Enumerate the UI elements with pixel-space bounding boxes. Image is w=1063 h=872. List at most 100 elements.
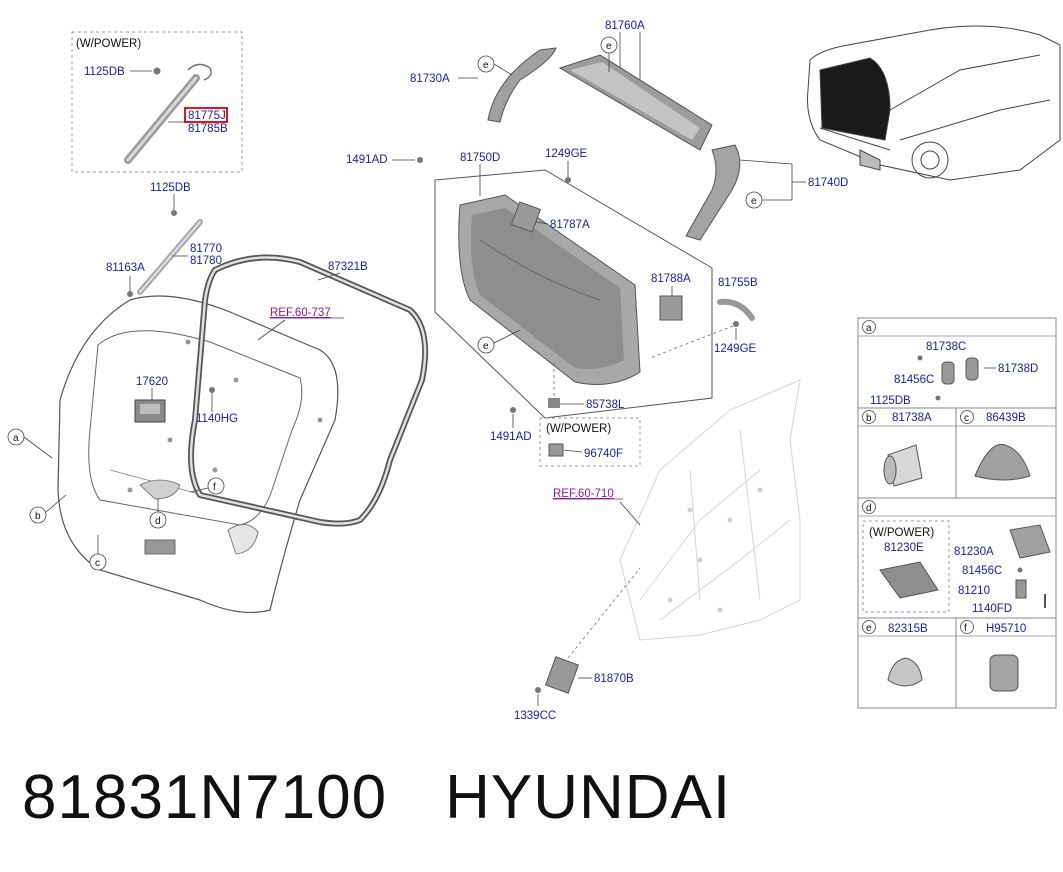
label-87321B[interactable]: 87321B (328, 261, 368, 273)
detail-c-86439B[interactable]: 86439B (986, 412, 1026, 424)
callout-e-81730A[interactable]: e (477, 55, 513, 76)
detail-d-callout[interactable]: d (862, 500, 876, 515)
callout-d-tailgate[interactable]: d (149, 498, 167, 529)
part-81738A (883, 444, 923, 487)
svg-text:e: e (483, 60, 489, 71)
vehicle-thumbnail (807, 25, 1061, 181)
detail-a-81456C[interactable]: 81456C (894, 374, 934, 386)
wpower-label-2: (W/POWER) (546, 423, 611, 435)
label-81750D[interactable]: 81750D (460, 152, 500, 164)
label-81770[interactable]: 81770 (190, 243, 222, 255)
detail-panel (857, 317, 1057, 709)
svg-text:c: c (964, 413, 969, 424)
label-1140HG[interactable]: 1140HG (196, 413, 238, 425)
detail-b-81738A[interactable]: 81738A (892, 412, 932, 424)
svg-text:d: d (155, 516, 161, 527)
callout-f-tailgate[interactable]: f (189, 477, 225, 495)
callout-e-inner-trim[interactable]: e (477, 329, 521, 354)
label-81760A[interactable]: 81760A (605, 20, 645, 32)
part-81210 (1015, 579, 1027, 599)
detail-c-callout[interactable]: c (960, 410, 974, 425)
svg-text:c: c (95, 558, 100, 569)
part-H95710 (989, 654, 1019, 692)
wpower-strut-box (71, 31, 243, 173)
callout-e-81740D[interactable]: e (745, 191, 763, 209)
part-81870B (544, 656, 580, 694)
label-1125DB-mid[interactable]: 1125DB (150, 182, 191, 194)
part-81738D (965, 357, 979, 381)
label-96740F[interactable]: 96740F (584, 448, 623, 460)
detail-a-callout[interactable]: a (862, 320, 876, 335)
label-81163A[interactable]: 81163A (106, 262, 145, 274)
part-96740F (548, 443, 564, 457)
detail-d-81456C[interactable]: 81456C (962, 565, 1002, 577)
ref-60-710[interactable]: REF.60-710 (553, 488, 614, 500)
label-81787A[interactable]: 81787A (550, 219, 590, 231)
callout-a-tailgate[interactable]: a (7, 428, 53, 459)
label-1125DB-top[interactable]: 1125DB (84, 66, 125, 78)
callout-b-tailgate[interactable]: b (29, 494, 67, 524)
wpower-label: (W/POWER) (76, 38, 141, 50)
label-17620[interactable]: 17620 (136, 376, 168, 388)
callout-e-81760A[interactable]: e (600, 36, 618, 72)
label-1339CC[interactable]: 1339CC (514, 710, 556, 722)
label-81755B[interactable]: 81755B (718, 277, 758, 289)
detail-a-81738C[interactable]: 81738C (926, 341, 966, 353)
detail-d-wpower: (W/POWER) (869, 527, 934, 539)
brand-name: HYUNDAI (445, 763, 732, 832)
detail-f-callout[interactable]: f (960, 620, 974, 635)
svg-text:a: a (866, 323, 872, 334)
detail-d-81230A[interactable]: 81230A (954, 546, 994, 558)
part-caption: 81831N7100 HYUNDAI (22, 762, 789, 833)
highlight-box-81775J (184, 107, 228, 123)
detail-d-wpower-box (862, 520, 950, 613)
detail-f-H95710[interactable]: H95710 (986, 623, 1026, 635)
svg-text:d: d (866, 503, 872, 514)
label-1491AD-top[interactable]: 1491AD (346, 154, 388, 166)
label-81780[interactable]: 81780 (190, 255, 222, 267)
svg-text:b: b (35, 511, 41, 522)
callout-c-tailgate[interactable]: c (89, 535, 107, 571)
detail-d-81210[interactable]: 81210 (958, 585, 990, 597)
trim-81730A (487, 47, 557, 123)
label-81785B[interactable]: 81785B (188, 123, 228, 135)
part-86439B (974, 443, 1031, 481)
svg-text:e: e (866, 623, 872, 634)
ref-60-737[interactable]: REF.60-737 (270, 307, 331, 319)
detail-a-81738D[interactable]: 81738D (998, 363, 1038, 375)
wpower-switch-box (539, 417, 641, 467)
part-81738C (941, 361, 955, 385)
inner-trim-box (434, 169, 713, 419)
label-81730A[interactable]: 81730A (410, 73, 450, 85)
svg-text:e: e (751, 196, 757, 207)
label-1491AD-bottom[interactable]: 1491AD (490, 431, 532, 443)
part-82315B (887, 657, 923, 687)
label-85738L[interactable]: 85738L (586, 399, 625, 411)
label-1249GE-top[interactable]: 1249GE (545, 148, 588, 160)
trim-81740D (685, 144, 741, 241)
gas-strut-part (137, 219, 203, 295)
detail-e-callout[interactable]: e (862, 620, 876, 635)
svg-text:a: a (13, 433, 19, 444)
svg-text:f: f (964, 623, 967, 634)
label-81788A[interactable]: 81788A (651, 273, 691, 285)
part-81230E (879, 561, 939, 599)
svg-text:e: e (606, 41, 612, 52)
detail-b-callout[interactable]: b (862, 410, 876, 425)
detail-e-82315B[interactable]: 82315B (888, 623, 928, 635)
exploded-view-drawing: (W/POWER) 1125DB 81775J 81785B 1125DB 81… (7, 20, 1061, 722)
label-1249GE-bottom[interactable]: 1249GE (714, 343, 757, 355)
label-81740D[interactable]: 81740D (808, 177, 848, 189)
part-81230A (1009, 524, 1051, 559)
detail-d-81230E[interactable]: 81230E (884, 542, 924, 554)
label-81775J[interactable]: 81775J (188, 110, 226, 122)
inner-trim-panel-81750D (458, 194, 641, 385)
detail-d-1140FD[interactable]: 1140FD (972, 603, 1012, 615)
part-81787A (510, 201, 542, 233)
detail-a-1125DB[interactable]: 1125DB (870, 395, 911, 407)
label-81870B[interactable]: 81870B (594, 673, 634, 685)
svg-text:e: e (483, 341, 489, 352)
part-number: 81831N7100 (22, 763, 388, 832)
svg-text:b: b (866, 413, 872, 424)
